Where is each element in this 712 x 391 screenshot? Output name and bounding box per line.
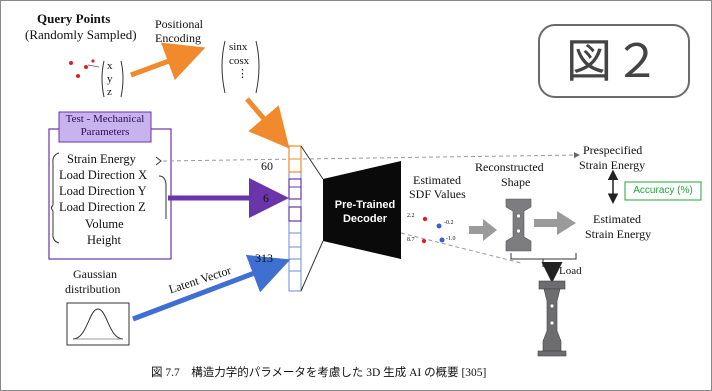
positional-vector-dots: ⋮ bbox=[237, 68, 248, 80]
query-points-subtitle: (Randomly Sampled) bbox=[25, 27, 137, 42]
strain-energy-bracket bbox=[155, 156, 162, 166]
query-points bbox=[69, 59, 100, 78]
parameters-header-box bbox=[58, 111, 152, 143]
sdf-points bbox=[421, 216, 445, 244]
sdf-value-2: -0.2 bbox=[444, 220, 454, 226]
estimated-line-2: Strain Energy bbox=[585, 227, 652, 241]
funnel-lines bbox=[300, 145, 324, 292]
query-points-title: Query Points bbox=[37, 11, 111, 26]
param-load-z: Load Direction Z bbox=[59, 200, 146, 214]
input-vector-column bbox=[288, 145, 302, 292]
param-height: Height bbox=[87, 233, 122, 247]
loaded-shape bbox=[537, 280, 567, 357]
parameters-header-2: Parameters bbox=[80, 126, 130, 138]
query-vector-right-bracket bbox=[120, 60, 124, 98]
accuracy-box bbox=[624, 181, 702, 201]
estimated-line-1: Estimated bbox=[593, 212, 641, 226]
arrow-latent-to-input bbox=[132, 254, 291, 322]
figure-badge: 図２ bbox=[566, 35, 662, 87]
sdf-value-1: 2.2 bbox=[407, 213, 415, 219]
positional-vector-cos: cosx bbox=[229, 55, 250, 67]
dim-parameters: 6 bbox=[263, 191, 269, 205]
arrow-encoding-to-input bbox=[245, 97, 290, 149]
dashed-strain-energy-line bbox=[162, 152, 580, 162]
param-volume: Volume bbox=[85, 217, 124, 231]
sdf-title-2: SDF Values bbox=[409, 187, 466, 201]
parameters-header-1: Test - Mechanical bbox=[65, 113, 145, 125]
param-load-x: Load Direction X bbox=[59, 168, 148, 182]
positional-vector-sin: sinx bbox=[229, 41, 248, 53]
gaussian-curve bbox=[72, 308, 124, 340]
figure-badge-box bbox=[538, 24, 690, 98]
shape-bracket bbox=[510, 253, 577, 260]
query-vector-x: x bbox=[107, 60, 113, 72]
prespecified-line-2: Strain Energy bbox=[579, 158, 646, 172]
accuracy-label: Accuracy (%) bbox=[633, 185, 693, 196]
param-load-y: Load Direction Y bbox=[59, 184, 147, 198]
param-strain-energy: Strain Energy bbox=[67, 152, 136, 166]
shape-title-2: Shape bbox=[501, 175, 531, 189]
encoding-left-bracket bbox=[221, 40, 226, 94]
sdf-value-4: -1.0 bbox=[446, 236, 456, 242]
query-vector-z: z bbox=[107, 86, 112, 98]
positional-title-2: Encoding bbox=[155, 31, 201, 45]
arrow-sdf-to-shape bbox=[469, 219, 497, 241]
dim-latent: 313 bbox=[255, 251, 273, 265]
query-vector-y: y bbox=[107, 73, 113, 85]
gaussian-label-2: distribution bbox=[65, 282, 121, 296]
sdf-title-1: Estimated bbox=[413, 173, 461, 187]
arrow-query-to-encoding bbox=[130, 42, 206, 81]
decoder-label-1: Pre-Trained bbox=[334, 199, 396, 211]
query-vector-left-bracket bbox=[101, 60, 105, 98]
shape-title-1: Reconstructed bbox=[475, 160, 544, 174]
dim-positional: 60 bbox=[261, 159, 273, 173]
gaussian-label-1: Gaussian bbox=[73, 267, 117, 281]
dashed-sdf-line bbox=[400, 232, 522, 264]
encoding-right-bracket bbox=[255, 40, 260, 94]
figure-caption: 図 7.7 構造力学的パラメータを考慮した 3D 生成 AI の概要 [305] bbox=[151, 367, 487, 379]
arrow-shape-to-estimated bbox=[534, 211, 576, 235]
sdf-value-3: 8.7 bbox=[407, 237, 415, 243]
reconstructed-shape bbox=[505, 198, 532, 252]
decoder-block bbox=[323, 161, 401, 259]
positional-title-1: Positional bbox=[155, 17, 204, 31]
decoder-label-2: Decoder bbox=[342, 213, 388, 225]
load-label: Load bbox=[559, 265, 582, 277]
prespecified-line-1: Prespecified bbox=[583, 143, 643, 157]
load-directions-brace bbox=[158, 175, 167, 219]
parameters-left-brace bbox=[51, 152, 60, 244]
